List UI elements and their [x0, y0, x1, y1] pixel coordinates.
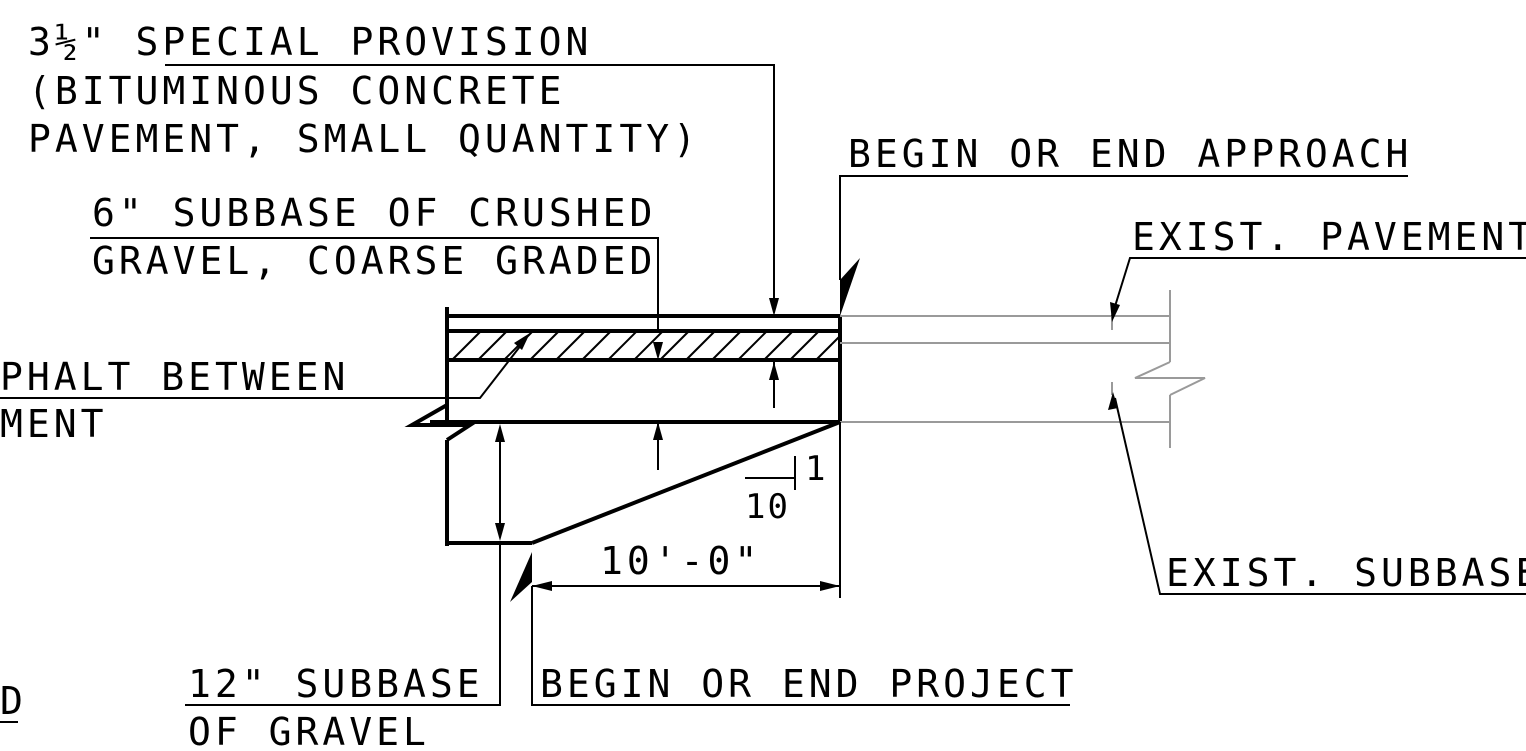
special-provision-label-line2: (BITUMINOUS CONCRETE: [28, 69, 566, 113]
exist-subbase-label: EXIST. SUBBASE: [1166, 551, 1526, 595]
subbase6-label-line2: GRAVEL, COARSE GRADED: [92, 239, 656, 283]
new-pavement-section: [404, 307, 842, 546]
begin-end-approach-label: BEGIN OR END APPROACH: [848, 132, 1412, 176]
existing-pavement: [840, 290, 1206, 448]
asphalt-label-line2: MENT: [0, 402, 108, 446]
subbase12-label-line1: 12" SUBBASE: [188, 662, 484, 706]
subbase6-label-line1: 6" SUBBASE OF CRUSHED: [92, 191, 656, 235]
slope-rise-label: 1: [805, 449, 827, 489]
dimension-length-label: 10'-0": [600, 539, 761, 583]
subbase12-label-line2: OF GRAVEL: [188, 710, 430, 751]
begin-end-project-label: BEGIN OR END PROJECT: [540, 662, 1078, 706]
asphalt-label-line1: PHALT BETWEEN: [0, 355, 349, 399]
slope-run-label: 10: [745, 487, 790, 527]
special-provision-label-line1: 3½" SPECIAL PROVISION: [28, 20, 592, 64]
special-provision-label-line3: PAVEMENT, SMALL QUANTITY): [28, 117, 700, 161]
project-flag-icon: [510, 552, 532, 602]
bituminous-hatch: [451, 330, 841, 361]
exist-pavement-label: EXIST. PAVEMENT: [1132, 215, 1526, 259]
partial-left-label: D: [0, 679, 27, 723]
approach-flag-icon: [840, 258, 860, 316]
